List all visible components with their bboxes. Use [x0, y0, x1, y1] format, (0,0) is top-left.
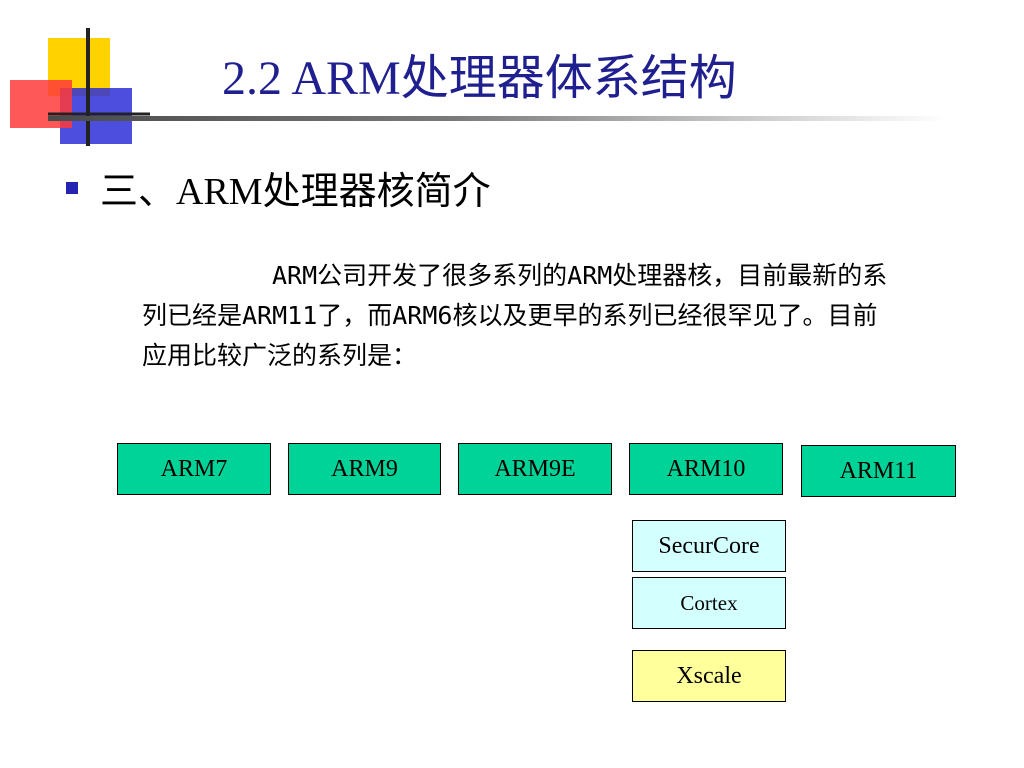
core-box-arm11: ARM11 [801, 445, 956, 497]
core-box-cortex: Cortex [632, 577, 786, 629]
core-box-xscale: Xscale [632, 650, 786, 702]
slide-title: 2.2 ARM处理器体系结构 [222, 52, 737, 105]
core-box-arm9: ARM9 [288, 443, 441, 495]
title-underline [48, 116, 948, 121]
body-paragraph: ARM公司开发了很多系列的ARM处理器核，目前最新的系列已经是ARM11了，而A… [142, 261, 888, 370]
core-box-arm10: ARM10 [629, 443, 783, 495]
core-box-arm7: ARM7 [117, 443, 271, 495]
core-box-arm9e: ARM9E [458, 443, 612, 495]
bullet-heading: 三、ARM处理器核简介 [100, 171, 491, 213]
bullet-icon [66, 182, 78, 194]
core-box-securcore: SecurCore [632, 520, 786, 572]
corner-logo [10, 28, 150, 146]
